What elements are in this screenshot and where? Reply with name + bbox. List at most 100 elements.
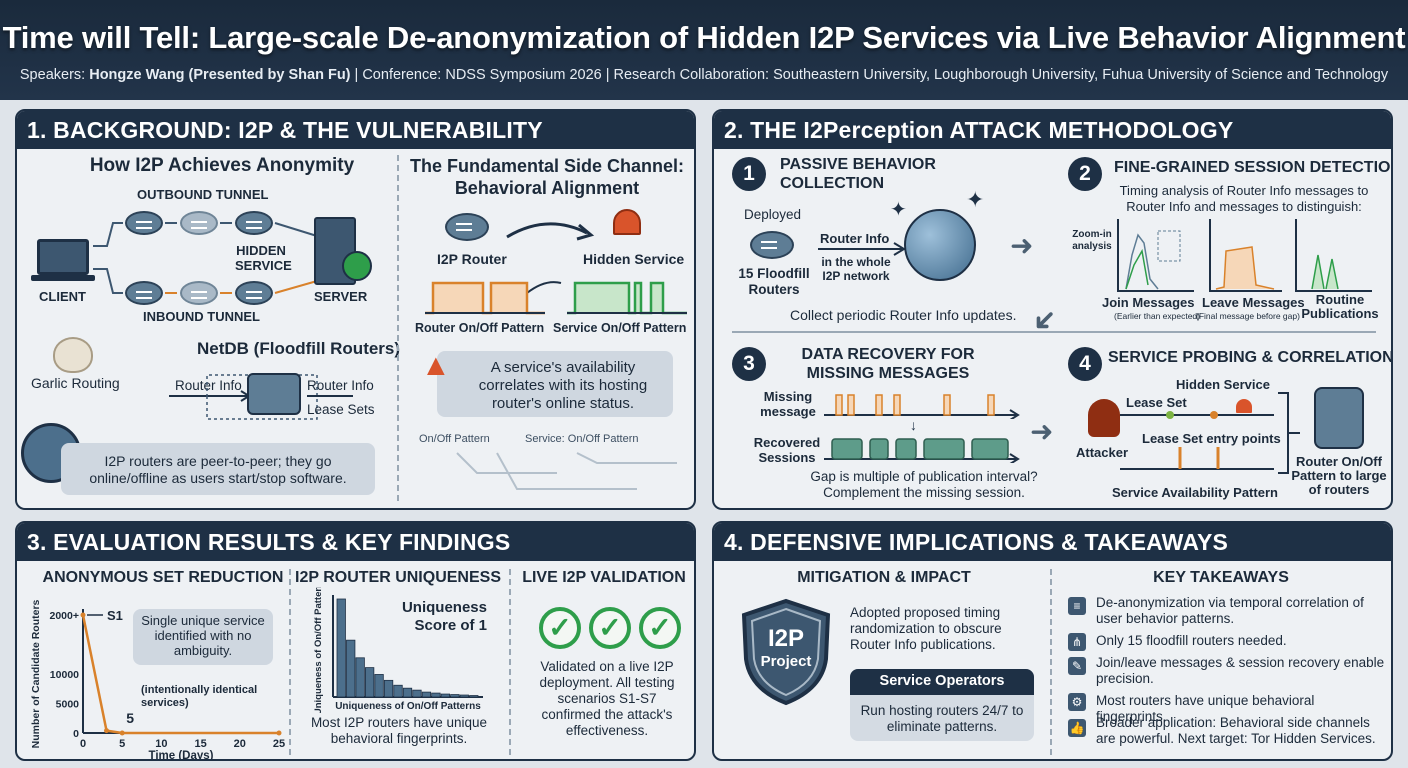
alarm-icon bbox=[613, 209, 641, 235]
histogram-bar bbox=[431, 692, 441, 698]
operators-text: Run hosting routers 24/7 to eliminate pa… bbox=[860, 703, 1024, 734]
collect-note: Collect periodic Router Info updates. bbox=[790, 307, 1017, 323]
hidden-service-label: HIDDEN SERVICE bbox=[235, 243, 292, 273]
gear-icon: ⚙ bbox=[1068, 693, 1086, 711]
onoff-label: On/Off Pattern bbox=[419, 433, 490, 445]
arrow-right-icon: ➜ bbox=[1010, 230, 1034, 261]
satellite-icon: ✦ bbox=[890, 199, 907, 221]
service-pattern-graph bbox=[567, 281, 687, 315]
session-graphs bbox=[1117, 219, 1372, 292]
globe-icon bbox=[342, 251, 372, 281]
step4-title: SERVICE PROBING & CORRELATION bbox=[1108, 349, 1393, 366]
netdb-arrows bbox=[169, 374, 353, 420]
panel-background: 1. BACKGROUND: I2P & THE VULNERABILITY H… bbox=[15, 109, 696, 510]
server-label: SERVER bbox=[314, 289, 368, 304]
series-line bbox=[81, 614, 279, 735]
edit-icon: ✎ bbox=[1068, 657, 1086, 675]
panel-title: 1. BACKGROUND: I2P & THE VULNERABILITY bbox=[17, 111, 694, 149]
router-pattern-graph bbox=[425, 281, 545, 315]
how-title: How I2P Achieves Anonymity bbox=[89, 155, 355, 176]
netdb-router-info-out: Router Info bbox=[307, 378, 374, 393]
router-icon bbox=[180, 281, 218, 305]
router-icon bbox=[125, 211, 163, 235]
alignment-arrows bbox=[506, 222, 595, 294]
x-tick-label: 15 bbox=[194, 738, 206, 750]
server-icon bbox=[314, 217, 356, 285]
circuit-decoration bbox=[456, 452, 677, 490]
join-sublabel: (Earlier than expected) bbox=[1114, 311, 1200, 321]
histogram-bar bbox=[374, 674, 384, 698]
ident-note: (intentionally identical services) bbox=[141, 684, 258, 709]
netdb-lease-sets: Lease Sets bbox=[307, 402, 375, 417]
router-info-label: Router Info bbox=[820, 231, 890, 246]
arrow-right-icon: ➜ bbox=[1030, 416, 1054, 447]
section-divider bbox=[289, 569, 291, 755]
satellite-icon: ✦ bbox=[966, 187, 985, 212]
uniqueness-chart: Uniqueness of On/Off PatternsUniqueness … bbox=[313, 587, 483, 713]
speakers-line: Speakers: Hongze Wang (Presented by Shan… bbox=[0, 67, 1408, 83]
shield-label-2: Project bbox=[760, 653, 812, 670]
y-tick-label: 5000 bbox=[56, 699, 80, 711]
outbound-label: OUTBOUND TUNNEL bbox=[137, 187, 269, 202]
step1-title: PASSIVE BEHAVIOR COLLECTION bbox=[780, 156, 936, 192]
takeaway-item: Join/leave messages & session recovery e… bbox=[1096, 655, 1385, 686]
warning-note bbox=[437, 351, 673, 417]
gap-question: Gap is multiple of publication interval?… bbox=[810, 469, 1038, 500]
histogram-bar bbox=[412, 689, 422, 698]
recovered-label: Recovered Sessions bbox=[753, 435, 821, 465]
database-icon bbox=[1314, 387, 1364, 449]
y-axis-label: Number of Candidate Routers bbox=[30, 599, 42, 748]
network-icon: ⋔ bbox=[1068, 633, 1086, 651]
shield-label-1: I2P bbox=[767, 625, 805, 652]
panel-evaluation: 3. EVALUATION RESULTS & KEY FINDINGS ANO… bbox=[15, 521, 696, 761]
warning-icon: ▲ bbox=[421, 349, 451, 382]
s1-label: S1 bbox=[107, 608, 123, 623]
probing-lines bbox=[1120, 411, 1274, 470]
histogram-bar bbox=[355, 657, 365, 698]
speakers-label: Speakers: bbox=[19, 67, 86, 83]
x-axis-label: Uniqueness of On/Off Patterns bbox=[335, 701, 481, 712]
attacker-label: Attacker bbox=[1076, 445, 1129, 460]
panel-defensive: 4. DEFENSIVE IMPLICATIONS & TAKEAWAYS MI… bbox=[712, 521, 1393, 761]
data-point bbox=[119, 730, 125, 736]
live-note: Validated on a live I2P deployment. All … bbox=[539, 659, 675, 738]
section-divider bbox=[509, 569, 511, 755]
adopted-note: Adopted proposed timing randomization to… bbox=[850, 605, 1002, 652]
correlation-bracket bbox=[1278, 392, 1300, 474]
availability-label: Service Availability Pattern bbox=[1112, 485, 1278, 500]
histogram-bar bbox=[450, 694, 460, 698]
histogram-bar bbox=[365, 667, 375, 698]
client-label: CLIENT bbox=[39, 289, 86, 304]
y-tick-label: 0 bbox=[73, 728, 79, 740]
panel-title: 2. THE I2Perception ATTACK METHODOLOGY bbox=[714, 111, 1391, 149]
zoom-label: Zoom-in analysis bbox=[1072, 229, 1112, 252]
thumbs-up-icon: 👍 bbox=[1068, 719, 1086, 737]
inbound-label: INBOUND TUNNEL bbox=[143, 309, 260, 324]
warning-text: A service's availability correlates with… bbox=[478, 359, 648, 412]
uniqueness-note: Most I2P routers have unique behavioral … bbox=[310, 715, 488, 746]
histogram-bar bbox=[383, 679, 394, 698]
section-divider bbox=[397, 155, 399, 501]
document-icon: ≡ bbox=[1068, 597, 1086, 615]
database-icon bbox=[247, 373, 301, 415]
speakers: Hongze Wang (Presented by Shan Fu) bbox=[89, 67, 351, 83]
step2-desc: Timing analysis of Router Info messages … bbox=[1119, 183, 1369, 214]
attacker-icon bbox=[1088, 399, 1120, 437]
missing-label: Missing message bbox=[760, 389, 816, 419]
mitigation-title: MITIGATION & IMPACT bbox=[797, 569, 971, 586]
section-divider bbox=[732, 331, 1376, 333]
arrow-diag-icon: ➜ bbox=[1024, 299, 1066, 342]
p2p-note: I2P routers are peer-to-peer; they go on… bbox=[61, 443, 375, 495]
tunnel-arrows bbox=[93, 222, 318, 294]
histogram-bar bbox=[336, 598, 346, 698]
router-pattern-label: Router On/Off Pattern bbox=[415, 321, 545, 335]
x-tick-label: 10 bbox=[155, 738, 167, 750]
router-icon bbox=[750, 231, 794, 259]
header: Time will Tell: Large-scale De-anonymiza… bbox=[0, 0, 1408, 100]
step-number: 1 bbox=[732, 157, 766, 191]
histogram-bar bbox=[346, 639, 356, 698]
step-number: 4 bbox=[1068, 347, 1102, 381]
entry-points-label: Lease Set entry points bbox=[1142, 431, 1281, 446]
takeaway-item: De-anonymization via temporal correlatio… bbox=[1096, 595, 1364, 626]
